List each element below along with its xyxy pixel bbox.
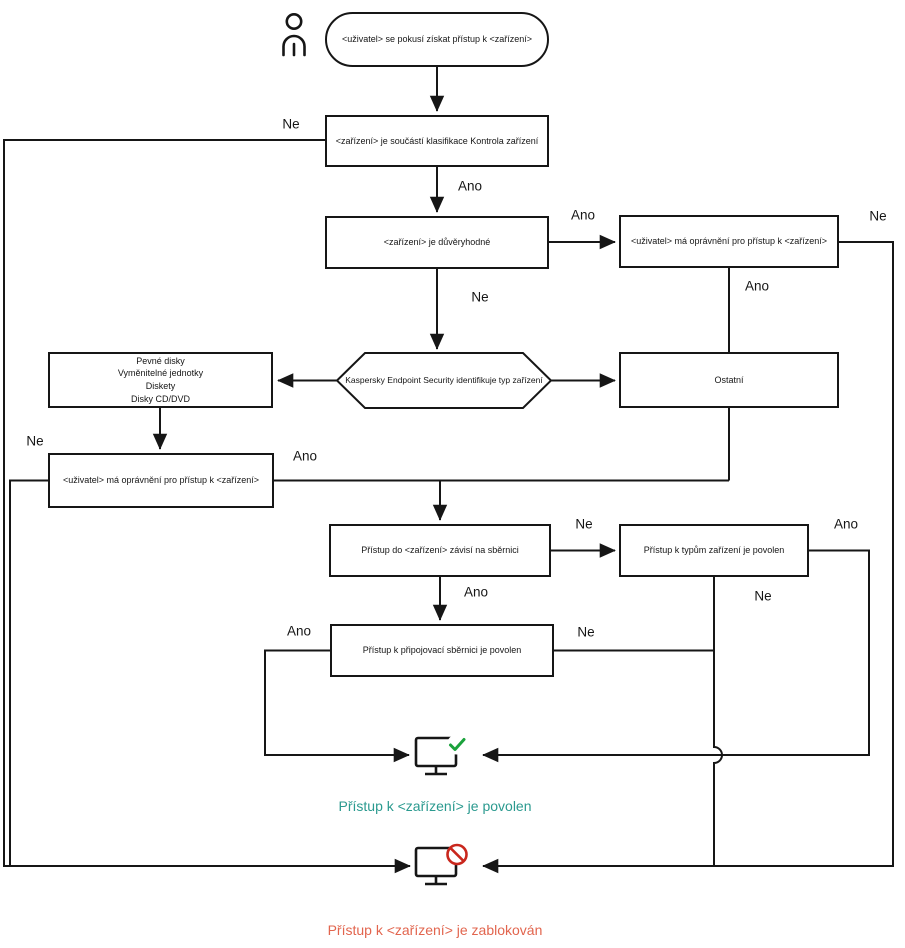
node-user-permission-right: <uživatel> má oprávnění pro přístup k <z…: [619, 215, 839, 268]
node-user-permission-left: <uživatel> má oprávnění pro přístup k <z…: [48, 453, 274, 508]
node-classification: <zařízení> je součástí klasifikace Kontr…: [325, 115, 549, 167]
outcome-blocked-text: Přístup k <zařízení> je zablokován: [327, 922, 543, 938]
node-bus-dependency: Přístup do <zařízení> závisí na sběrnici: [329, 524, 551, 577]
node-trusted: <zařízení> je důvěryhodné: [325, 216, 549, 269]
edge-devicetypes-yes-to-allowed: [482, 549, 870, 763]
edge-classification-no-to-blocked: [3, 139, 411, 874]
node-start: <uživatel> se pokusí získat přístup k <z…: [325, 12, 549, 67]
label-no-classification: Ne: [282, 116, 300, 132]
edge-devicetypes-no-to-blocked: [713, 577, 723, 866]
label-yes-classification: Ano: [457, 178, 483, 194]
label-no-bus: Ne: [575, 516, 593, 532]
edge-busconn-yes-to-allowed: [264, 649, 410, 763]
label-yes-trusted: Ano: [570, 207, 596, 223]
node-bus-access: Přístup k připojovací sběrnici je povole…: [330, 624, 554, 677]
node-device-types-list: Pevné disky Vyměnitelné jednotky Diskety…: [48, 352, 273, 408]
label-yes-devicetypes: Ano: [833, 516, 859, 532]
outcome-allowed-text: Přístup k <zařízení> je povolen: [338, 798, 532, 814]
label-yes-permission-left: Ano: [292, 448, 318, 464]
label-no-permission-left: Ne: [26, 433, 44, 449]
node-identify-type: Kaspersky Endpoint Security identifikuje…: [345, 374, 543, 385]
node-other: Ostatní: [619, 352, 839, 408]
edge-permission-left-no-to-blocked: [9, 479, 48, 866]
identify-type-hexagon: [335, 352, 553, 409]
computer-blocked-icon: [414, 843, 468, 886]
label-yes-bus: Ano: [463, 584, 489, 600]
check-icon: [449, 738, 466, 751]
label-no-permission-right: Ne: [869, 208, 887, 224]
label-yes-permission-right: Ano: [744, 278, 770, 294]
label-no-busconn: Ne: [577, 624, 595, 640]
label-yes-busconn: Ano: [286, 623, 312, 639]
edge-permission-right-no-to-blocked: [482, 241, 894, 874]
label-no-trusted: Ne: [471, 289, 489, 305]
label-no-devicetypes: Ne: [754, 588, 772, 604]
node-device-type-access: Přístup k typům zařízení je povolen: [619, 524, 809, 577]
flow-connectors: [3, 67, 894, 874]
prohibition-icon-slash: [449, 846, 465, 863]
computer-allowed-icon: [414, 734, 467, 776]
user-icon: [282, 13, 306, 57]
